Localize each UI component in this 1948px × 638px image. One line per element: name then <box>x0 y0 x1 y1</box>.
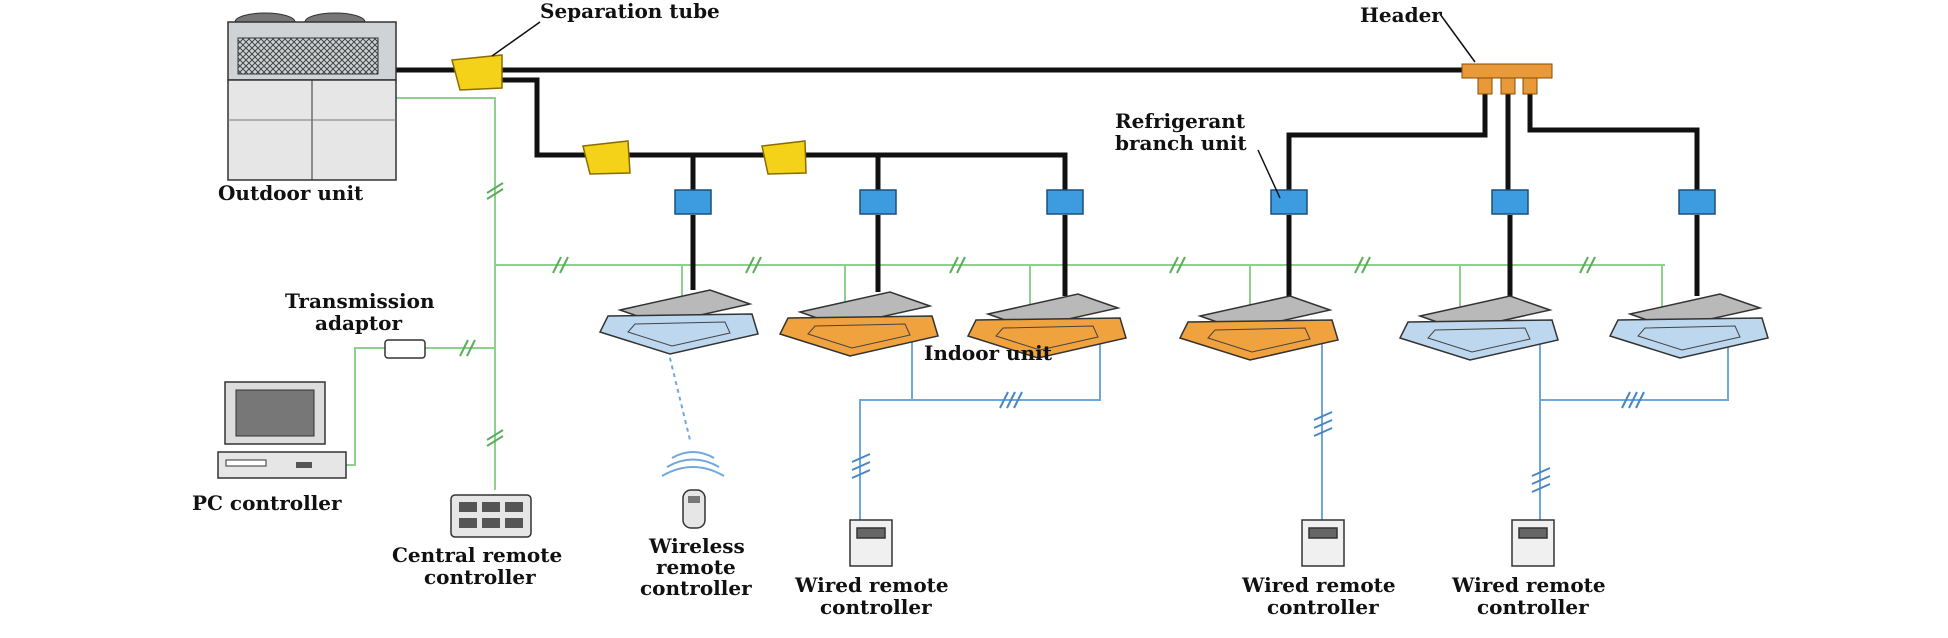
wired-remote-3 <box>1511 519 1555 567</box>
transmission-lines <box>345 97 1665 490</box>
label-header: Header <box>1360 3 1442 27</box>
branch-unit <box>1270 189 1308 215</box>
label-pc-controller: PC controller <box>192 491 342 515</box>
branch-unit <box>1491 189 1529 215</box>
wired-remote-2 <box>1301 519 1345 567</box>
pc-controller <box>217 381 347 479</box>
remote-lines <box>859 338 1729 525</box>
label-central-remote-controller: Central remote controller <box>392 543 569 589</box>
wired-remote-controller-devices <box>849 519 1555 567</box>
indoor-units <box>598 289 1769 361</box>
label-refrigerant-branch-unit: Refrigerant branch unit <box>1115 109 1252 155</box>
label-wired-remote-controller-1: Wired remote controller <box>794 573 956 619</box>
label-wired-remote-controller-3: Wired remote controller <box>1451 573 1613 619</box>
branch-unit <box>859 189 897 215</box>
indoor-unit <box>598 289 759 355</box>
header-manifold <box>1461 63 1553 95</box>
label-indoor-unit: Indoor unit <box>924 341 1053 365</box>
remote-line-breaks <box>851 391 1645 493</box>
branch-units <box>674 189 1716 215</box>
branch-unit <box>1046 189 1084 215</box>
separation-tube-branch-1 <box>582 140 631 175</box>
transmission-adaptor <box>384 339 426 359</box>
label-outdoor-unit: Outdoor unit <box>218 181 364 205</box>
branch-unit <box>1678 189 1716 215</box>
wireless-remote-controller-device <box>661 451 725 529</box>
label-transmission-adaptor: Transmission adaptor <box>285 289 441 335</box>
separation-tube-branch-2 <box>761 140 807 175</box>
branch-unit <box>674 189 712 215</box>
label-wired-remote-controller-2: Wired remote controller <box>1241 573 1403 619</box>
indoor-unit <box>1178 295 1339 361</box>
label-wireless-remote-controller: Wireless remote controller <box>640 534 752 600</box>
indoor-unit <box>1608 293 1769 359</box>
indoor-unit <box>966 293 1127 359</box>
wired-remote-1 <box>849 519 893 567</box>
separation-tube-main <box>451 54 503 91</box>
wireless-signal-line <box>667 349 691 441</box>
central-remote-controller-device <box>450 494 532 538</box>
indoor-unit <box>1398 295 1559 361</box>
refrigerant-pipes <box>395 67 1700 300</box>
leader-lines <box>491 13 1476 199</box>
indoor-unit <box>778 291 939 357</box>
outdoor-unit <box>227 12 397 181</box>
transmission-line-breaks <box>459 182 1596 447</box>
label-separation-tube: Separation tube <box>540 0 720 23</box>
